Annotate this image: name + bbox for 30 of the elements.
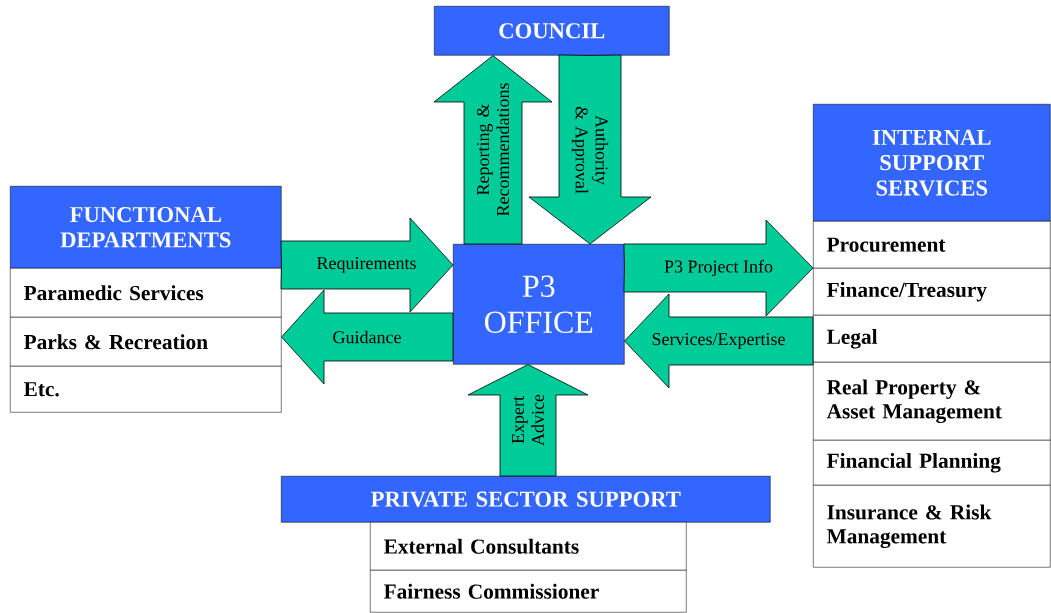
header-box: PRIVATE SECTOR SUPPORT — [281, 476, 771, 523]
header-box: FUNCTIONAL DEPARTMENTS — [10, 186, 282, 269]
arrow-label: Expert Advice — [512, 394, 544, 446]
block-arrow — [433, 55, 553, 245]
block-arrow — [281, 289, 454, 385]
header-box: COUNCIL — [434, 6, 670, 56]
block-arrow — [623, 219, 814, 317]
arrow-label: P3 Project Info — [664, 259, 773, 277]
list-item-box: Real Property & Asset Management — [813, 362, 1051, 441]
office-box: P3 OFFICE — [453, 244, 625, 365]
list-item-box: External Consultants — [370, 522, 687, 571]
arrow-label: Requirements — [317, 257, 416, 273]
list-item-box: Parks & Recreation — [10, 317, 282, 367]
list-item-box: Finance/Treasury — [813, 268, 1051, 316]
list-item-box: Procurement — [813, 221, 1051, 269]
header-box: INTERNAL SUPPORT SERVICES — [813, 104, 1051, 222]
arrow-label: Authority & Approval — [571, 106, 609, 194]
arrow-label: Services/Expertise — [652, 333, 785, 349]
block-arrow — [528, 54, 652, 245]
list-item-box: Insurance & Risk Management — [813, 485, 1051, 568]
block-arrow — [280, 217, 454, 313]
arrow-label: Guidance — [333, 330, 401, 344]
list-item-box: Paramedic Services — [10, 268, 282, 318]
block-arrow — [467, 364, 589, 477]
arrow-label: Reporting & Recommendations — [476, 83, 510, 216]
list-item-box: Legal — [813, 315, 1051, 363]
list-item-box: Financial Planning — [813, 440, 1051, 486]
list-item-box: Fairness Commissioner — [370, 570, 687, 613]
list-item-box: Etc. — [10, 366, 282, 413]
block-arrow — [624, 293, 814, 389]
